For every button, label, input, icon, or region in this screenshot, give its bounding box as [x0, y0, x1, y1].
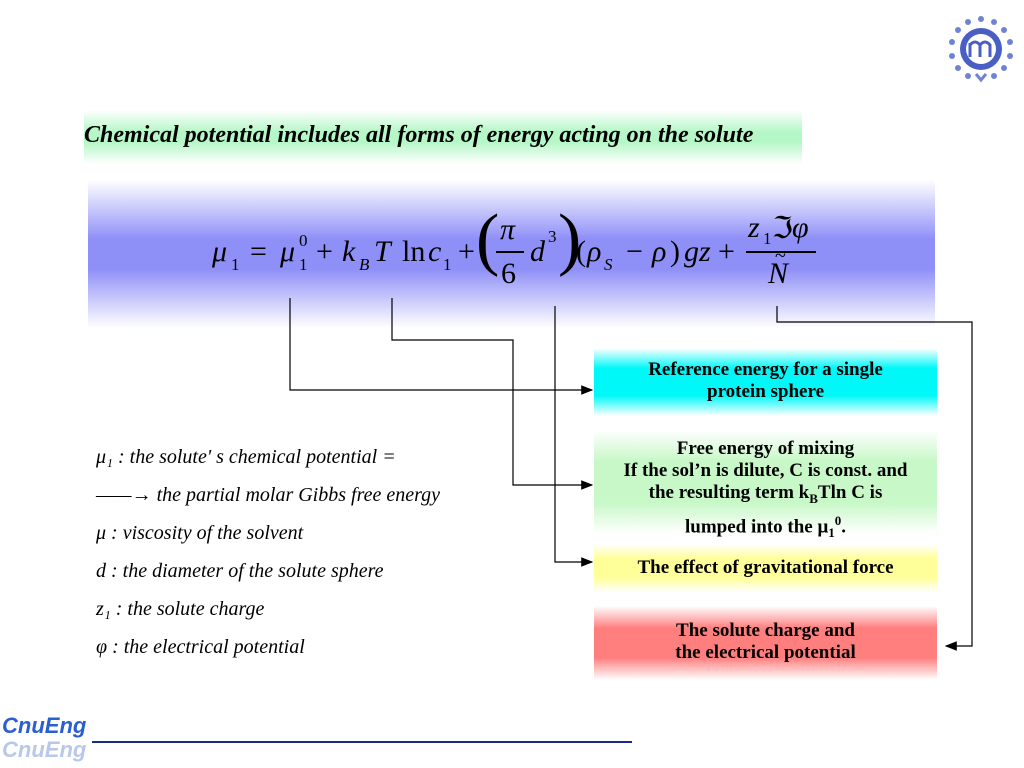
- box-superscript: 0: [834, 512, 842, 528]
- definition-item: ——→ the partial molar Gibbs free energy: [96, 484, 441, 506]
- slide-title: Chemical potential includes all forms of…: [84, 122, 754, 148]
- eq-rho: ρ: [587, 235, 602, 268]
- box-text: the resulting term kBTln C is: [594, 482, 937, 510]
- eq-sub: B: [359, 255, 370, 274]
- eq-minus: −: [626, 235, 643, 268]
- eq-equals: =: [250, 235, 267, 268]
- eq-six: 6: [501, 257, 516, 290]
- eq-rho: ρ: [652, 235, 667, 268]
- arrow-charge: [776, 306, 973, 651]
- equation-highlight-band: [88, 180, 935, 328]
- eq-mu: μ: [212, 235, 228, 268]
- eq-N: N: [768, 257, 789, 290]
- eq-sup: 3: [548, 227, 557, 246]
- eq-plus: +: [458, 235, 475, 268]
- definition-item: d : the diameter of the solute sphere: [96, 560, 384, 582]
- eq-fraction-bar: [496, 251, 524, 253]
- box-text: protein sphere: [707, 381, 824, 402]
- definition-item: μ₁ : the solute' s chemical potential =: [96, 446, 396, 468]
- arrow-reference: [289, 298, 594, 395]
- eq-T: T: [374, 235, 391, 268]
- title-highlight-band: [84, 110, 802, 164]
- footer-logo: CnuEng CnuEng: [2, 714, 86, 762]
- definition-item: z₁ : the solute charge: [96, 598, 265, 620]
- eq-fraction-bar: [746, 251, 816, 253]
- eq-sub: 1: [231, 255, 240, 274]
- charge-potential-box: The solute charge and the electrical pot…: [594, 606, 937, 680]
- mixing-energy-box: Free energy of mixing If the sol’n is di…: [594, 430, 937, 540]
- eq-sub: S: [604, 255, 613, 274]
- box-text-part: Tln C is: [817, 482, 883, 503]
- definition-item: μ : viscosity of the solvent: [96, 522, 304, 544]
- reference-energy-box: Reference energy for a single protein sp…: [594, 348, 937, 416]
- gravitational-force-box: The effect of gravitational force: [594, 544, 937, 592]
- arrow-mixing: [391, 298, 594, 490]
- eq-z: z: [748, 211, 760, 244]
- eq-lpar: (: [576, 235, 586, 268]
- footer-divider: [92, 741, 632, 743]
- box-text-part: lumped into the μ: [684, 516, 829, 538]
- chemical-potential-equation: μ 1 = μ 1 0 + k B T ln c 1 + ( π 6 d 3 )…: [212, 205, 832, 305]
- box-text: Reference energy for a single: [648, 359, 883, 380]
- eq-tilde: ~: [775, 245, 786, 267]
- footer-logo-shadow: CnuEng: [2, 737, 87, 762]
- box-text: The solute charge and: [676, 620, 855, 641]
- eq-plus: +: [316, 235, 333, 268]
- eq-sub: 1: [443, 255, 452, 274]
- arrow-gravity: [554, 306, 594, 567]
- eq-mu: μ: [280, 235, 296, 268]
- eq-k: k: [342, 235, 356, 268]
- eq-c: c: [428, 235, 442, 268]
- university-logo-icon: [949, 16, 1013, 83]
- eq-pi: π: [500, 213, 516, 246]
- box-subscript: 1: [828, 524, 835, 540]
- eq-paren-left: (: [476, 201, 500, 278]
- eq-phi: φ: [792, 211, 809, 244]
- eq-gz: gz: [684, 235, 711, 268]
- eq-paren-right: ): [558, 201, 582, 278]
- eq-sub: 1: [763, 229, 772, 248]
- box-subscript: B: [809, 490, 818, 506]
- footer-logo-text: CnuEng: [2, 713, 87, 738]
- box-text-part: the resulting term k: [648, 482, 810, 503]
- box-text: the electrical potential: [675, 642, 856, 663]
- eq-ln: ln: [402, 235, 426, 268]
- definition-item: φ : the electrical potential: [96, 636, 305, 658]
- box-text: The effect of gravitational force: [637, 557, 894, 578]
- box-text-part: .: [841, 516, 846, 538]
- eq-sub: 1: [299, 255, 308, 274]
- eq-plus: +: [718, 235, 735, 268]
- box-text: lumped into the μ10.: [594, 510, 937, 544]
- box-text: Free energy of mixing: [676, 438, 855, 459]
- definitions-list: μ₁ : the solute' s chemical potential = …: [96, 446, 440, 674]
- eq-frak: ℑ: [772, 212, 793, 245]
- box-text: If the sol’n is dilute, C is const. and: [623, 460, 908, 481]
- eq-d: d: [530, 235, 545, 268]
- eq-sup: 0: [299, 231, 308, 250]
- eq-rpar: ): [670, 235, 680, 268]
